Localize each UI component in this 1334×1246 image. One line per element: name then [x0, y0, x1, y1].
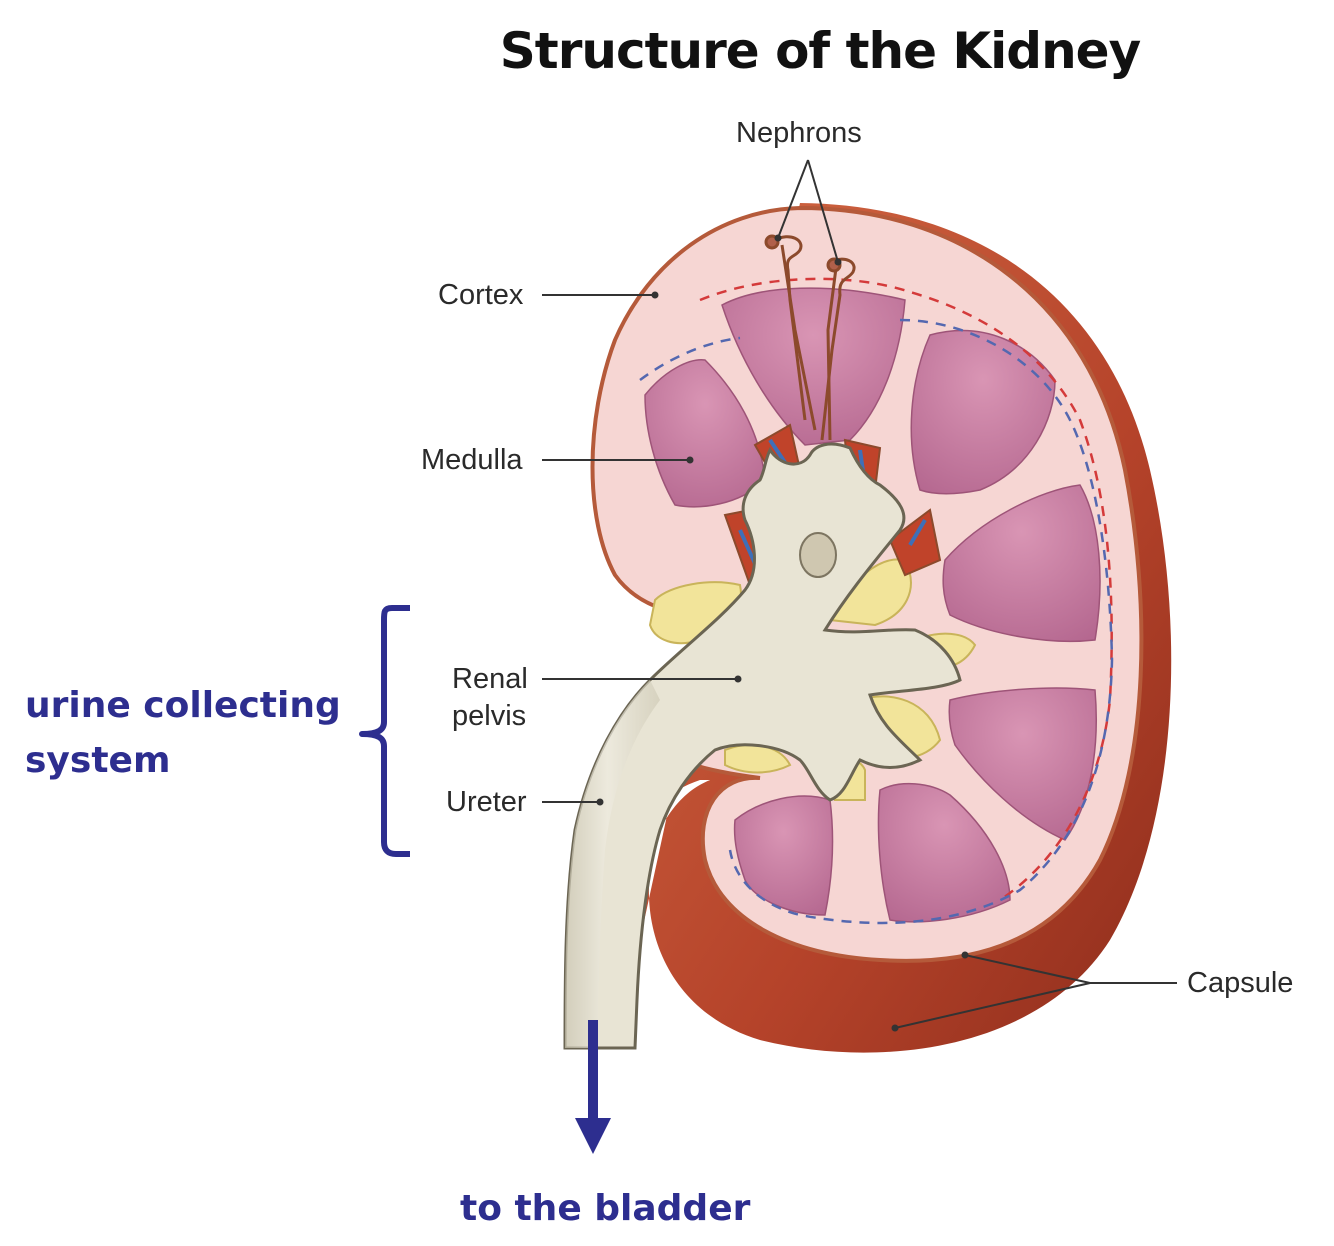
annotation-collecting-line2: system	[25, 740, 171, 781]
annotation-collecting-line1: urine collecting	[25, 685, 341, 726]
label-renal-pelvis-line2: pelvis	[452, 700, 527, 732]
bladder-arrow-head	[575, 1118, 611, 1154]
medulla-pyramid	[877, 782, 1011, 923]
leader-capsule-3	[894, 982, 1091, 1029]
renal-pelvis	[563, 442, 962, 1050]
leader-nephrons-1	[777, 159, 809, 239]
label-cortex: Cortex	[438, 279, 524, 311]
label-capsule: Capsule	[1187, 967, 1294, 999]
diagram-title: Structure of the Kidney	[499, 22, 1141, 80]
leader-capsule-2	[964, 954, 1091, 984]
ureter-shading	[565, 680, 660, 1048]
label-nephrons: Nephrons	[736, 117, 862, 149]
medulla-pyramid	[733, 795, 834, 916]
leader-nephrons-2	[807, 159, 839, 263]
medulla-pyramid	[910, 329, 1056, 495]
arcuate-vein	[639, 318, 1114, 925]
collecting-system-bracket	[359, 605, 410, 857]
arcuate-artery	[699, 277, 1113, 902]
label-medulla: Medulla	[421, 444, 523, 476]
label-renal-pelvis-line1: Renal	[452, 663, 528, 695]
medulla-pyramid	[721, 287, 906, 446]
calyx-opening	[799, 532, 837, 578]
label-ureter: Ureter	[446, 786, 527, 818]
annotation-bladder: to the bladder	[460, 1188, 751, 1229]
medulla-pyramid	[948, 687, 1097, 841]
medulla-pyramid	[942, 484, 1101, 643]
renal-vessel	[888, 508, 942, 577]
